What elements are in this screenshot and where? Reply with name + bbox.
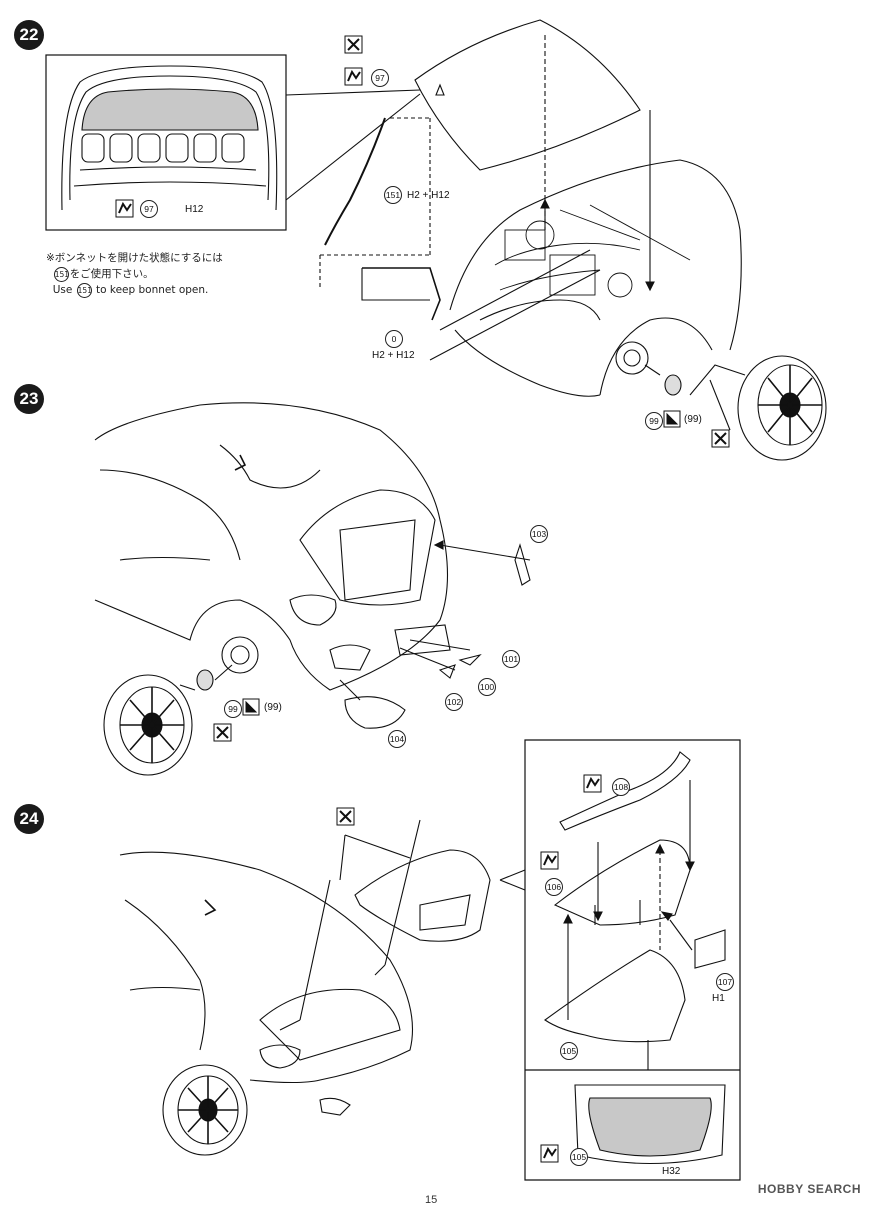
rear-car-24 <box>119 851 413 1116</box>
part-99-rear: 99 <box>224 700 242 718</box>
note-en-prefix: Use <box>52 284 73 296</box>
part-105-paint: H32 <box>662 1166 681 1177</box>
part-151-rod: 151 <box>384 186 402 204</box>
part-106: 106 <box>545 878 563 896</box>
part-0-stay: 0 <box>385 330 403 348</box>
part-99-front: 99 <box>645 412 663 430</box>
note-jp-line2: 151をご使用下さい。 <box>46 266 223 282</box>
rod-paint-code: H2 + H12 <box>407 190 450 201</box>
part-105-bottom: 105 <box>570 1148 588 1166</box>
note-jp-line2-text: をご使用下さい。 <box>69 268 154 280</box>
note-en: Use 151 to keep bonnet open. <box>46 282 223 298</box>
hobby-search-watermark: HOBBY SEARCH <box>757 1182 861 1196</box>
part-100: 100 <box>478 678 496 696</box>
part-97-top: 97 <box>371 69 389 87</box>
part-104: 104 <box>388 730 406 748</box>
part-97-inset: 97 <box>140 200 158 218</box>
bonnet-inset-frame <box>45 54 287 231</box>
note-jp-part-circle: 151 <box>53 266 69 282</box>
front-wheel <box>737 355 827 461</box>
bonnet-mark <box>435 83 445 96</box>
step-24-badge: 24 <box>14 804 44 834</box>
part-105: 105 <box>560 1042 578 1060</box>
part-99-front-alt: (99) <box>684 414 702 425</box>
part-107: 107 <box>716 973 734 991</box>
step22-note-jp: ※ボンネットを開けた状態にするには 151をご使用下さい。 Use 151 to… <box>46 250 223 298</box>
part-103: 103 <box>530 525 548 543</box>
note-en-suffix: to keep bonnet open. <box>96 284 209 296</box>
part-108: 108 <box>612 778 630 796</box>
note-en-part-circle: 151 <box>76 282 92 298</box>
rear-wheel-23 <box>103 674 193 776</box>
rear-car-23 <box>94 402 451 691</box>
part-107-paint: H1 <box>712 993 725 1004</box>
inset-paint-code: H12 <box>185 204 204 215</box>
note-jp-line1: ※ボンネットを開けた状態にするには <box>46 252 223 264</box>
part-101: 101 <box>502 650 520 668</box>
step-23-badge: 23 <box>14 384 44 414</box>
part-99-rear-alt: (99) <box>264 702 282 713</box>
rear-wheel-24 <box>162 1064 248 1156</box>
page-number: 15 <box>425 1194 438 1206</box>
stay-paint-code: H2 + H12 <box>372 350 415 361</box>
engine-bay <box>494 204 691 298</box>
part-102: 102 <box>445 693 463 711</box>
bonnet-ribs <box>73 133 267 187</box>
step-22-badge: 22 <box>14 20 44 50</box>
